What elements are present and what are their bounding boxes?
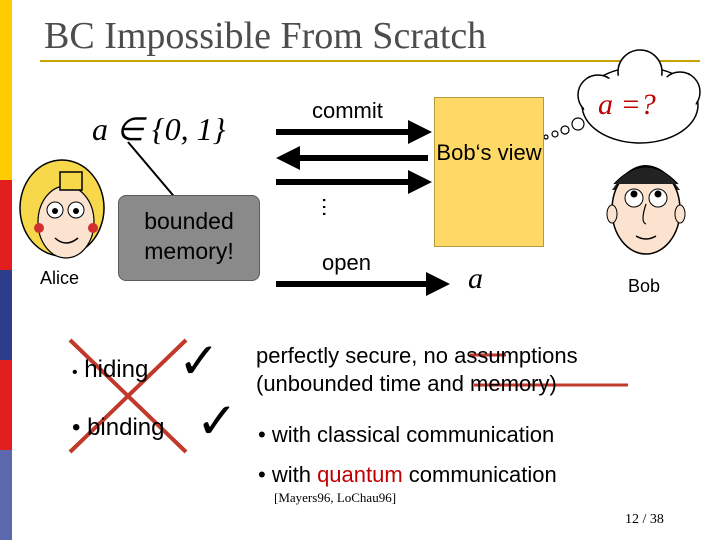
sidebar-block-red xyxy=(0,180,12,270)
result-line-1: perfectly secure, no assumptions xyxy=(256,343,578,369)
result-line-2-prefix: (unbounded time xyxy=(256,371,428,396)
revealed-value: a xyxy=(468,262,483,295)
hiding-label: hiding xyxy=(84,356,149,383)
bob-avatar xyxy=(606,165,686,255)
hiding-check-icon: ✓ xyxy=(178,333,220,389)
sidebar-block-red-lower xyxy=(0,360,12,450)
commit-label: commit xyxy=(312,98,383,123)
result-line-2-struck: and memory xyxy=(427,371,550,396)
bit-formula: a ∈ {0, 1} xyxy=(92,111,226,147)
bullet-quantum-suffix: communication xyxy=(402,462,557,487)
page-number: 12 / 38 xyxy=(625,512,664,527)
result-line-2-suffix: ) xyxy=(549,371,557,396)
thought-text: a =? xyxy=(598,88,656,121)
bob-view-label: Bob‘s view xyxy=(436,140,542,165)
sidebar-block-blue xyxy=(0,270,12,360)
result-line-1-struck: no xyxy=(423,343,448,368)
result-line-1-suffix: assumptions xyxy=(448,343,578,368)
sidebar-block-lavender xyxy=(0,450,12,540)
alice-label: Alice xyxy=(40,268,80,288)
binding-bullet: • xyxy=(72,414,81,441)
result-line-1-prefix: perfectly secure, xyxy=(256,343,424,368)
title-underline xyxy=(40,60,700,62)
bullet-quantum-prefix: • with xyxy=(258,462,318,487)
bullet-classical: • with classical communication xyxy=(258,422,555,447)
binding-check-icon: ✓ xyxy=(196,393,238,449)
sidebar-block-yellow xyxy=(0,0,12,180)
bob-label: Bob xyxy=(628,276,661,296)
open-label: open xyxy=(322,250,371,275)
page-title: BC Impossible From Scratch xyxy=(44,15,487,57)
thought-cloud xyxy=(543,49,701,144)
property-binding: • binding xyxy=(72,414,164,442)
ellipsis-label: … xyxy=(318,196,343,218)
bullet-quantum: • with quantum communication xyxy=(258,462,557,488)
reference: [Mayers96, LoChau96] xyxy=(274,490,397,505)
cross-out-stroke-2 xyxy=(68,338,188,454)
result-line-2: (unbounded time and memory) xyxy=(256,371,557,397)
bob-view-box xyxy=(434,97,544,247)
hiding-bullet: • xyxy=(72,364,78,381)
binding-label: binding xyxy=(87,414,165,441)
alice-avatar xyxy=(19,159,105,259)
property-hiding: • hiding xyxy=(72,356,148,384)
bullet-quantum-word: quantum xyxy=(317,462,403,487)
bounded-memory-callout: bounded memory! xyxy=(118,195,260,281)
